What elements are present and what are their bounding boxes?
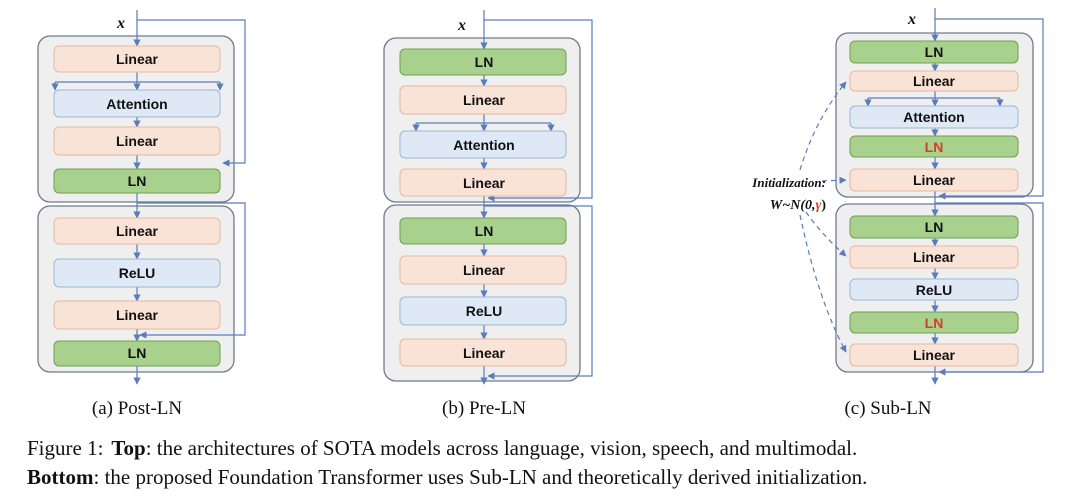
pre-ln-b2-relu: ReLU (466, 303, 503, 319)
post-ln-b1-ln: LN (128, 173, 147, 189)
post-ln-input-label: x (116, 15, 125, 32)
diagram-sub-ln: LN Linear Attention LN Linear LN Linear … (751, 8, 1044, 419)
post-ln-b1-attention: Attention (106, 96, 167, 112)
caption-top-text: : the architectures of SOTA models acros… (146, 436, 858, 460)
sub-ln-b1-ln-1: LN (925, 44, 944, 60)
diagram-post-ln: Linear Attention Linear LN Linear ReLU L… (37, 10, 246, 419)
post-ln-b1-linear-1: Linear (116, 51, 159, 67)
figure-label: Figure 1: (27, 436, 103, 460)
caption-bottom-bold: Bottom (27, 465, 94, 489)
post-ln-block-1 (37, 35, 235, 203)
figure-caption-line-1: Figure 1: Top: the architectures of SOTA … (27, 436, 857, 460)
sub-ln-b1-linear-2: Linear (913, 172, 956, 188)
sub-ln-b2-relu: ReLU (916, 282, 953, 298)
sub-ln-input-label: x (907, 11, 916, 28)
pre-ln-b1-attention: Attention (453, 137, 514, 153)
post-ln-b2-relu: ReLU (119, 265, 156, 281)
post-ln-b2-ln: LN (128, 345, 147, 361)
pre-ln-input-label: x (457, 17, 466, 34)
caption-top-bold: Top (111, 436, 145, 460)
pre-ln-caption: (b) Pre-LN (442, 398, 526, 419)
post-ln-block-2 (37, 205, 235, 373)
post-ln-b1-linear-2: Linear (116, 133, 159, 149)
pre-ln-b1-linear-2: Linear (463, 175, 506, 191)
pre-ln-b2-linear-1: Linear (463, 262, 506, 278)
sub-ln-b2-linear-2: Linear (913, 347, 956, 363)
sub-ln-b1-linear-1: Linear (913, 73, 956, 89)
pre-ln-b2-ln: LN (475, 223, 494, 239)
post-ln-b2-linear-2: Linear (116, 307, 159, 323)
pre-ln-b1-ln: LN (475, 54, 494, 70)
init-label-line-2: W~N(0,γ) (770, 198, 827, 213)
sub-ln-caption: (c) Sub-LN (844, 398, 931, 419)
caption-bottom-text: : the proposed Foundation Transformer us… (94, 465, 868, 489)
diagram-pre-ln: LN Linear Attention Linear LN Linear ReL… (383, 10, 593, 419)
pre-ln-block-1 (383, 37, 581, 203)
post-ln-caption: (a) Post-LN (92, 398, 183, 419)
init-dashed-arrows (799, 81, 847, 353)
sub-ln-b2-ln-1: LN (925, 219, 944, 235)
post-ln-b2-linear-1: Linear (116, 223, 159, 239)
pre-ln-b2-linear-2: Linear (463, 345, 506, 361)
sub-ln-b1-ln-2: LN (925, 139, 944, 155)
figure-caption-line-2: Bottom: the proposed Foundation Transfor… (27, 465, 867, 489)
sub-ln-b2-linear-1: Linear (913, 249, 956, 265)
sub-ln-b1-attention: Attention (903, 109, 964, 125)
init-label-line-1: Initialization: (751, 175, 826, 190)
sub-ln-b2-ln-2: LN (925, 315, 944, 331)
pre-ln-b1-linear-1: Linear (463, 92, 506, 108)
